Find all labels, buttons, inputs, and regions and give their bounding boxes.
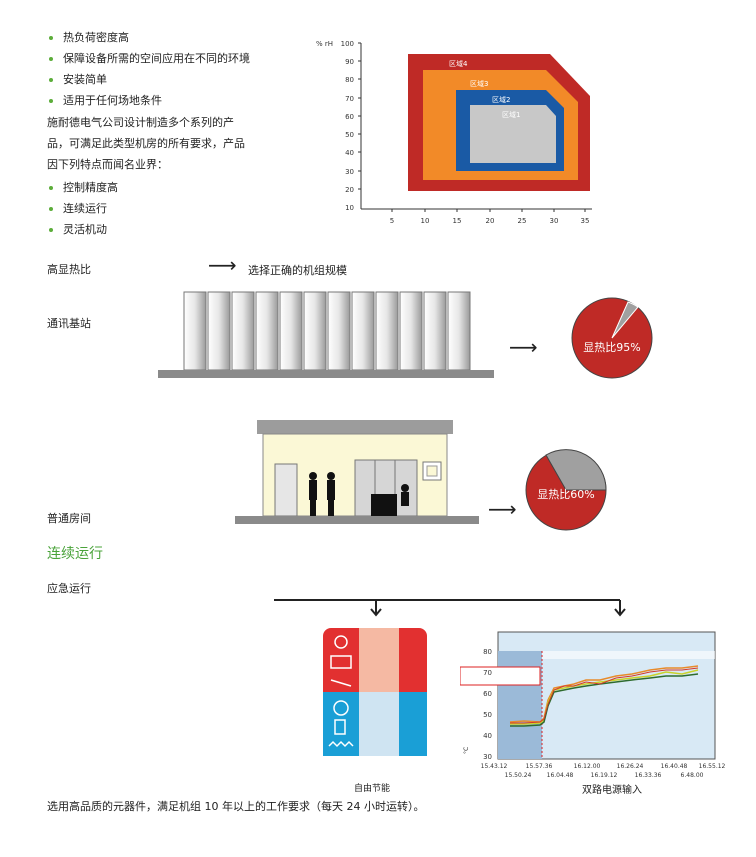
free-cooling-caption: 自由节能	[354, 784, 391, 794]
arrow-right-icon: ⟶	[208, 253, 237, 277]
y-tick: 20	[345, 186, 354, 194]
feature-item: 灵活机动	[47, 222, 118, 243]
fan-icon	[334, 635, 348, 649]
branch-arrows	[274, 599, 626, 617]
y-tick: 80	[483, 648, 492, 656]
y-tick: 10	[345, 204, 354, 212]
controller-icon	[330, 655, 352, 669]
humidity-zone-chart: % rH 100 90 80 70 60 50 40 30 20 10 5 10…	[316, 40, 592, 225]
x-tick: 16.40.48	[661, 763, 688, 770]
emergency-label: 应急运行	[47, 582, 91, 595]
series-line	[510, 669, 699, 725]
x-tick: 5	[390, 217, 394, 225]
y-tick: 50	[345, 131, 354, 139]
y-tick: 60	[483, 690, 492, 698]
x-tick: 35	[581, 217, 590, 225]
zone1-area	[470, 105, 556, 163]
zone-label: 区域1	[502, 110, 520, 119]
people-silhouette-icon	[309, 472, 409, 516]
ordinary-room-label: 普通房间	[47, 512, 91, 525]
y-tick: 90	[345, 58, 354, 66]
x-tick: 16.04.48	[547, 772, 574, 779]
high-shr-label: 高显热比	[47, 263, 91, 276]
x-tick: 20	[486, 217, 495, 225]
pie-label: 显热比60%	[537, 488, 594, 501]
feature-item: 控制精度高	[47, 180, 118, 201]
x-tick: 25	[518, 217, 527, 225]
feature-item: 保障设备所需的空间应用在不同的环境	[47, 51, 250, 72]
fan-icon	[333, 700, 349, 716]
arrow-right-icon: ⟶	[488, 497, 517, 521]
y-tick: 30	[483, 753, 492, 761]
y-tick: 40	[483, 732, 492, 740]
coil-icon	[328, 740, 354, 748]
x-tick: 30	[550, 217, 559, 225]
x-tick: 16.33.36	[635, 772, 662, 779]
y-unit: °C	[463, 747, 470, 754]
x-tick: 15.57.36	[526, 763, 553, 770]
valve-icon	[330, 679, 352, 687]
feature-item: 连续运行	[47, 201, 118, 222]
cabinet-row-illustration	[158, 291, 494, 378]
zone-label: 区域4	[449, 59, 468, 68]
compressor-icon	[334, 719, 346, 735]
y-tick: 30	[345, 168, 354, 176]
x-tick: 16.55.12	[699, 763, 726, 770]
feature-item: 安装简单	[47, 72, 250, 93]
y-tick: 40	[345, 149, 354, 157]
x-ticks: 5 10 15 20 25 30 35	[390, 217, 590, 225]
y-unit-label: % rH	[316, 40, 333, 48]
pie-label: 显热比95%	[583, 341, 640, 354]
shr-pie-95: 显热比95%	[571, 297, 653, 379]
y-tick: 100	[341, 40, 354, 48]
office-room-illustration	[235, 420, 479, 524]
y-tick: 70	[483, 669, 492, 677]
arrow-right-icon: ⟶	[509, 335, 538, 359]
temp-x-ticks-top: 15.43.12 15.57.36 16.12.00 16.26.24 16.4…	[481, 763, 726, 770]
y-tick: 50	[483, 711, 492, 719]
x-tick: 15	[453, 217, 462, 225]
x-tick: 16.12.00	[574, 763, 601, 770]
series-line	[510, 673, 699, 727]
feature-item: 适用于任何场地条件	[47, 93, 250, 114]
x-tick: 15.50.24	[505, 772, 532, 779]
dual-power-caption: 双路电源输入	[582, 785, 642, 796]
y-tick: 60	[345, 113, 354, 121]
feature-list-bottom: 控制精度高 连续运行 灵活机动	[47, 180, 118, 243]
continuous-title: 连续运行	[47, 546, 103, 562]
x-tick: 16.19.12	[591, 772, 618, 779]
select-size-label: 选择正确的机组规模	[248, 264, 347, 277]
temp-y-ticks: 80 70 60 50 40 30	[483, 648, 492, 761]
zone-label: 区域2	[492, 95, 510, 104]
feature-item: 热负荷密度高	[47, 30, 250, 51]
free-cooling-panel	[323, 628, 427, 756]
dual-power-temperature-chart: 80 70 60 50 40 30 °C 15.43.12 15.57.36 1…	[460, 631, 726, 779]
telecom-label: 通讯基站	[47, 317, 91, 330]
x-tick: 10	[421, 217, 430, 225]
y-tick: 80	[345, 76, 354, 84]
series-line	[510, 667, 699, 724]
y-ticks: 100 90 80 70 60 50 40 30 20 10	[341, 40, 354, 212]
footer-text: 选用高品质的元器件，满足机组 10 年以上的工作要求（每天 24 小时运转）。	[47, 800, 425, 813]
shr-pie-60: 显热比60%	[525, 449, 607, 531]
y-tick: 70	[345, 95, 354, 103]
intro-paragraph: 施耐德电气公司设计制造多个系列的产 品，可满足此类型机房的所有要求，产品 因下列…	[47, 116, 245, 171]
x-tick: 6.48.00	[681, 772, 704, 779]
feature-list-top: 热负荷密度高 保障设备所需的空间应用在不同的环境 安装简单 适用于任何场地条件	[47, 30, 250, 114]
x-tick: 15.43.12	[481, 763, 508, 770]
temp-x-ticks-bottom: 15.50.24 16.04.48 16.19.12 16.33.36 6.48…	[505, 772, 704, 779]
callout-box	[460, 666, 541, 686]
x-tick: 16.26.24	[617, 763, 644, 770]
zone-label: 区域3	[470, 79, 488, 88]
